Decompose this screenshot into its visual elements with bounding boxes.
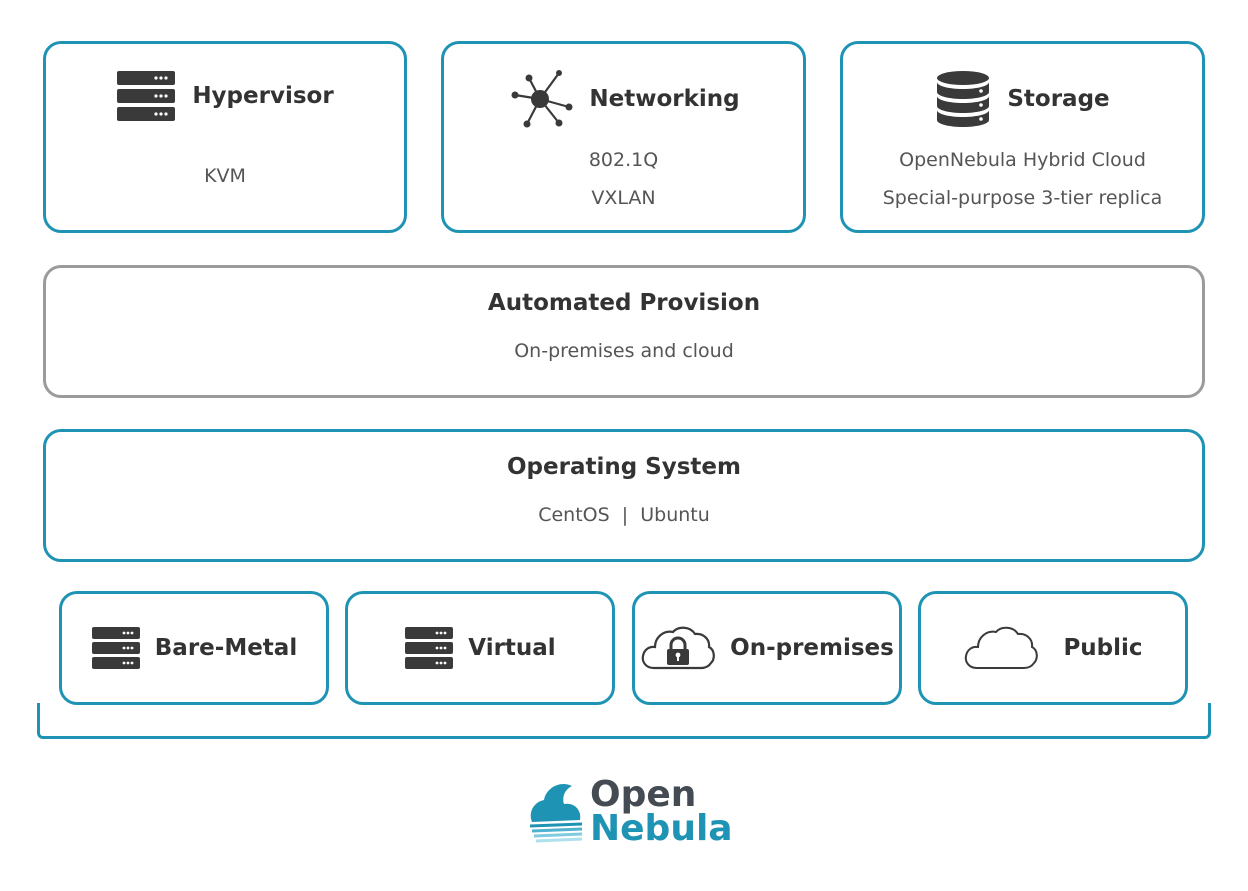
networking-title: Networking — [589, 86, 740, 112]
os-title: Operating System — [506, 454, 741, 480]
hypervisor-item: KVM — [204, 165, 246, 187]
storage-item: OpenNebula Hybrid Cloud — [899, 149, 1146, 171]
virtual-label: Virtual — [468, 635, 556, 661]
on-premises-card: On-premises — [632, 591, 902, 705]
server-icon — [117, 71, 176, 121]
networking-card: Networking 802.1Q VXLAN — [441, 41, 806, 233]
server-icon — [405, 627, 454, 669]
server-icon — [91, 627, 140, 669]
cloud-icon — [965, 626, 1039, 669]
logo-line-nebula: Nebula — [590, 808, 733, 849]
on-premises-label: On-premises — [730, 635, 894, 661]
networking-item: 802.1Q — [588, 149, 659, 171]
cloud-lock-icon — [641, 626, 715, 670]
logo-line-open: Open — [590, 774, 697, 815]
operating-system-layer: Operating System CentOS | Ubuntu — [43, 429, 1205, 562]
bottom-bracket — [37, 703, 1211, 739]
hypervisor-title: Hypervisor — [192, 83, 334, 109]
database-icon — [937, 71, 990, 127]
virtual-card: Virtual — [345, 591, 615, 705]
hypervisor-card: Hypervisor KVM — [43, 41, 407, 233]
opennebula-logo-icon — [529, 783, 583, 843]
networking-item: VXLAN — [591, 187, 656, 209]
provision-subtitle: On-premises and cloud — [514, 340, 734, 362]
storage-item: Special-purpose 3-tier replica — [882, 187, 1163, 209]
provision-title: Automated Provision — [487, 290, 761, 316]
bare-metal-label: Bare-Metal — [154, 635, 298, 661]
storage-title: Storage — [1007, 86, 1110, 112]
os-subtitle: CentOS | Ubuntu — [538, 504, 710, 526]
opennebula-logo: Open Nebula — [526, 774, 733, 849]
public-label: Public — [1063, 635, 1143, 661]
bare-metal-card: Bare-Metal — [59, 591, 329, 705]
network-hub-icon — [511, 70, 573, 128]
storage-card: Storage OpenNebula Hybrid Cloud Special-… — [840, 41, 1205, 233]
public-card: Public — [918, 591, 1188, 705]
automated-provision-layer: Automated Provision On-premises and clou… — [43, 265, 1205, 398]
